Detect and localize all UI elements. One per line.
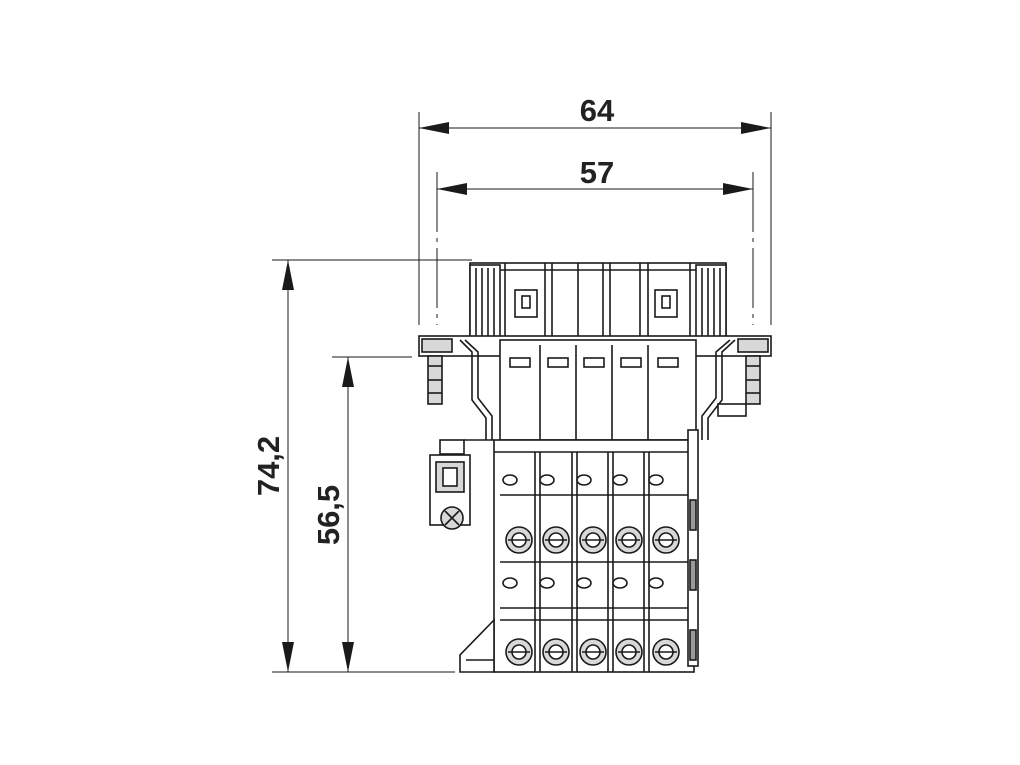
terminal-screws-row-1 — [505, 526, 680, 554]
connector-housing — [418, 262, 772, 673]
dimension-width-57: 57 — [436, 155, 754, 325]
dimension-label-74-2: 74,2 — [251, 436, 286, 496]
dimension-height-56-5: 56,5 — [311, 356, 412, 672]
ground-terminal — [429, 439, 494, 530]
dimension-label-64: 64 — [580, 93, 615, 128]
dimension-width-64: 64 — [418, 93, 772, 325]
dimension-height-74-2: 74,2 — [251, 259, 472, 673]
dimension-label-56-5: 56,5 — [311, 485, 346, 545]
dimension-label-57: 57 — [580, 155, 614, 190]
terminal-screws-row-2 — [505, 638, 680, 666]
